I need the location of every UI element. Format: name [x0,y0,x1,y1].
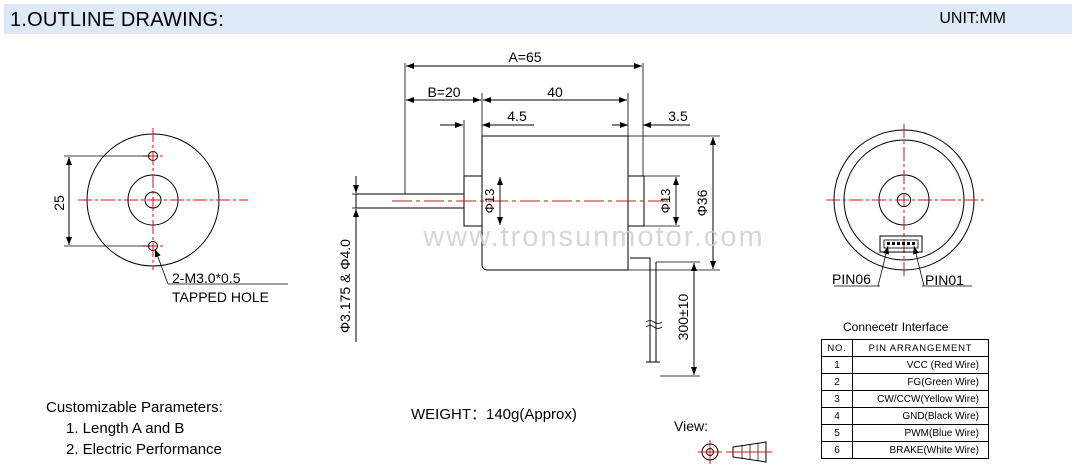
cell-pin: BRAKE(White Wire) [852,441,989,459]
front-centerlines [78,128,248,270]
customizable-parameters: Customizable Parameters: 1. Length A and… [46,397,223,460]
unit-label: UNIT:MM [939,10,1006,27]
table-row: 2 FG(Green Wire) [821,373,989,391]
param-item-1: 1. Length A and B [66,420,185,437]
dim-4-5: 4.5 [507,108,527,124]
pin01-label: PIN01 [925,272,964,288]
table-row: 1 VCC (Red Wire) [821,356,989,374]
connector-housing [879,235,923,253]
cell-no: 1 [821,356,853,374]
pin06-label: PIN06 [832,271,871,287]
dim-a: A=65 [508,49,541,65]
table-row: 4 GND(Black Wire) [821,407,989,425]
connector-title: Connecetr Interface [843,320,949,334]
shaft-dia: Φ3.175 & Φ4.0 [337,239,353,333]
param-item-2: 2. Electric Performance [66,441,222,458]
weight-label: WEIGHT：140g(Approx) [411,406,577,423]
watermark: www.tronsunmotor.com [422,221,764,253]
cell-pin: GND(Black Wire) [852,407,989,425]
connector-pins [887,242,915,245]
cell-pin: VCC (Red Wire) [852,356,989,374]
table-row: 5 PWM(Blue Wire) [821,424,989,442]
wire-length: 300±10 [675,293,691,340]
table-row: 3 CW/CCW(Yellow Wire) [821,390,989,408]
cell-no: 3 [821,390,853,408]
hole-label-2: TAPPED HOLE [172,289,269,305]
dim-40: 40 [547,84,563,100]
dim-25: 25 [51,195,67,211]
side-view [352,63,720,377]
cell-pin: CW/CCW(Yellow Wire) [852,390,989,408]
header-bar: 1.OUTLINE DRAWING: UNIT:MM [4,4,1072,34]
connector-table: NO. PIN ARRANGEMENT 1 VCC (Red Wire) 2 F… [821,339,989,459]
header-no: NO. [821,339,853,357]
dim-b: B=20 [427,84,460,100]
hole-label-1: 2-M3.0*0.5 [172,270,241,286]
table-row: 6 BRAKE(White Wire) [821,441,989,459]
cell-pin: FG(Green Wire) [852,373,989,391]
cell-no: 4 [821,407,853,425]
motor-body [481,135,629,271]
table-header-row: NO. PIN ARRANGEMENT [821,339,989,357]
dim-3-5: 3.5 [668,108,688,124]
cell-no: 6 [821,441,853,459]
cell-no: 5 [821,424,853,442]
cell-pin: PWM(Blue Wire) [852,424,989,442]
dia-13-left: Φ13 [482,189,497,214]
cell-no: 2 [821,373,853,391]
lead-wire [630,257,651,362]
header-pin: PIN ARRANGEMENT [852,339,989,357]
front-view [64,128,288,285]
dia-13-right: Φ13 [658,189,673,214]
view-label: View: [674,418,708,434]
view-symbol [698,440,772,464]
rear-view [826,124,984,287]
params-title: Customizable Parameters: [46,399,223,416]
page-title: 1.OUTLINE DRAWING: [10,9,224,31]
dia-36: Φ36 [694,189,710,216]
